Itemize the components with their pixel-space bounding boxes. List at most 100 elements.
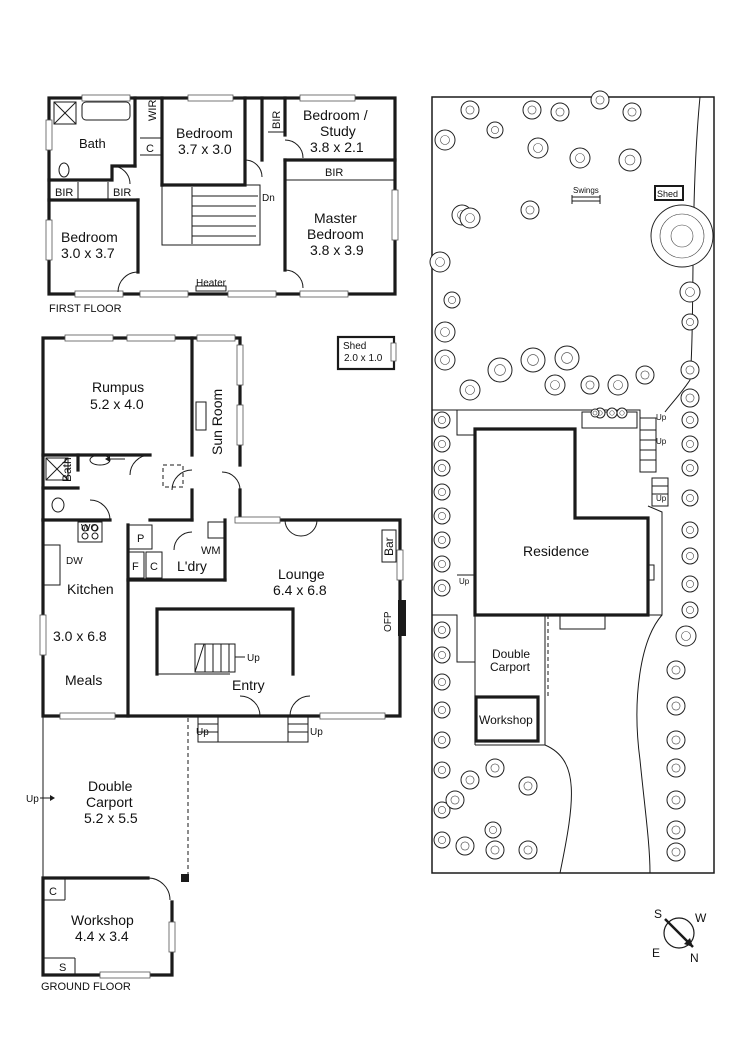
tree-icon (433, 411, 451, 429)
ff-bedroom-left-name: Bedroom (61, 229, 118, 245)
gf-pantry-label: P (137, 533, 144, 545)
gf-workshop-closet-label: C (49, 886, 57, 898)
ff-bir-left-label: BIR (55, 187, 73, 199)
tree-icon (433, 646, 451, 664)
tree-icon (681, 547, 699, 565)
gf-laundry-label: L'dry (177, 558, 207, 574)
tree-icon (433, 731, 451, 749)
tree-icon (666, 758, 686, 778)
tree-icon (569, 147, 591, 169)
tree-icon (666, 696, 686, 716)
gf-carport-name1: Double (88, 778, 133, 794)
gf-wall-oven-label: WO (81, 523, 98, 534)
tree-icon (443, 291, 461, 309)
tree-icon (666, 820, 686, 840)
tree-icon (485, 840, 505, 860)
gf-lounge-name: Lounge (278, 566, 325, 582)
ff-master-dims: 3.8 x 3.9 (310, 242, 364, 258)
gf-dishwasher-label: DW (66, 556, 83, 567)
tree-icon (460, 770, 480, 790)
tree-icon (433, 507, 451, 525)
ff-heater-label: Heater (196, 278, 227, 289)
tree-icon (522, 100, 542, 120)
first-floor-caption: FIRST FLOOR (49, 303, 122, 315)
tree-icon (520, 200, 540, 220)
tree-icon (606, 407, 618, 419)
ff-stairs-down-label: Dn (262, 193, 275, 204)
tree-icon (433, 483, 451, 501)
tree-icon (681, 435, 699, 453)
tree-icon (434, 129, 456, 151)
gf-stairs-up-label: Up (247, 653, 260, 664)
ff-bedroom-study-name2: Study (320, 123, 356, 139)
tree-icon (485, 758, 505, 778)
gf-sunroom-label: Sun Room (209, 389, 225, 455)
tree-icon (433, 531, 451, 549)
ff-master-name2: Bedroom (307, 226, 364, 242)
tree-icon (622, 102, 642, 122)
tree-icon (666, 842, 686, 862)
tree-icon (487, 357, 513, 383)
tree-icon (486, 121, 504, 139)
gf-kitchen-label: Kitchen (67, 581, 114, 597)
tree-icon (590, 408, 600, 418)
site-up-label-1: Up (656, 413, 667, 422)
compass-east-label: E (652, 946, 660, 960)
ff-bedroom-left-dims: 3.0 x 3.7 (61, 245, 115, 261)
ff-master-name1: Master (314, 210, 357, 226)
gf-carport-dims: 5.2 x 5.5 (84, 810, 138, 826)
site-workshop-label: Workshop (479, 713, 533, 727)
tree-icon (459, 207, 481, 229)
site-plan (429, 90, 715, 874)
gf-up-carport-label: Up (26, 794, 39, 805)
gf-up-left-label: Up (196, 727, 209, 738)
site-carport-name1: Double (492, 647, 530, 661)
tree-icon (433, 673, 451, 691)
tree-icon (680, 388, 700, 408)
ground-floor-caption: GROUND FLOOR (41, 981, 131, 993)
ff-bath-label: Bath (79, 136, 106, 151)
tree-icon (618, 148, 642, 172)
gf-washing-machine-label: WM (201, 545, 221, 557)
tree-icon (518, 776, 538, 796)
tree-icon (635, 365, 655, 385)
gf-shed-name: Shed (343, 341, 366, 352)
tree-icon (666, 660, 686, 680)
tree-icon (520, 347, 546, 373)
gf-shed-dims: 2.0 x 1.0 (344, 353, 383, 364)
gf-workshop-name: Workshop (71, 912, 134, 928)
tree-icon (681, 601, 699, 619)
gf-fireplace-label: OFP (383, 611, 394, 632)
gf-kitchen-dims: 3.0 x 6.8 (53, 628, 107, 644)
tree-icon (681, 489, 699, 507)
tree-icon (433, 831, 451, 849)
ff-bedroom-study-name1: Bedroom / (303, 107, 368, 123)
ff-bedroom-center-dims: 3.7 x 3.0 (178, 141, 232, 157)
tree-icon (433, 801, 451, 819)
tree-icon (433, 701, 451, 719)
tree-icon (681, 411, 699, 429)
tree-icon (681, 521, 699, 539)
ff-bir-top-label: BIR (271, 111, 283, 129)
direction-arrows (40, 456, 125, 801)
tree-icon (544, 374, 566, 396)
ff-bedroom-study-dims: 3.8 x 2.1 (310, 139, 364, 155)
tree-icon (681, 459, 699, 477)
compass-west-label: W (695, 911, 707, 925)
gf-fridge-label: F (132, 561, 139, 573)
gf-bar-label: Bar (382, 537, 396, 556)
gf-entry-label: Entry (232, 677, 265, 693)
tree-icon (433, 555, 451, 573)
tree-icon (484, 821, 502, 839)
tree-icon (429, 251, 451, 273)
ff-bir-master-label: BIR (325, 167, 343, 179)
tree-icon (460, 100, 480, 120)
ff-closet-label: C (146, 143, 154, 155)
tree-icon (680, 360, 700, 380)
first-floor-plan (45, 94, 399, 298)
site-shed-label: Shed (657, 189, 678, 199)
tree-icon (433, 579, 451, 597)
compass-rose-icon (663, 917, 695, 949)
site-up-label-2: Up (656, 437, 667, 446)
